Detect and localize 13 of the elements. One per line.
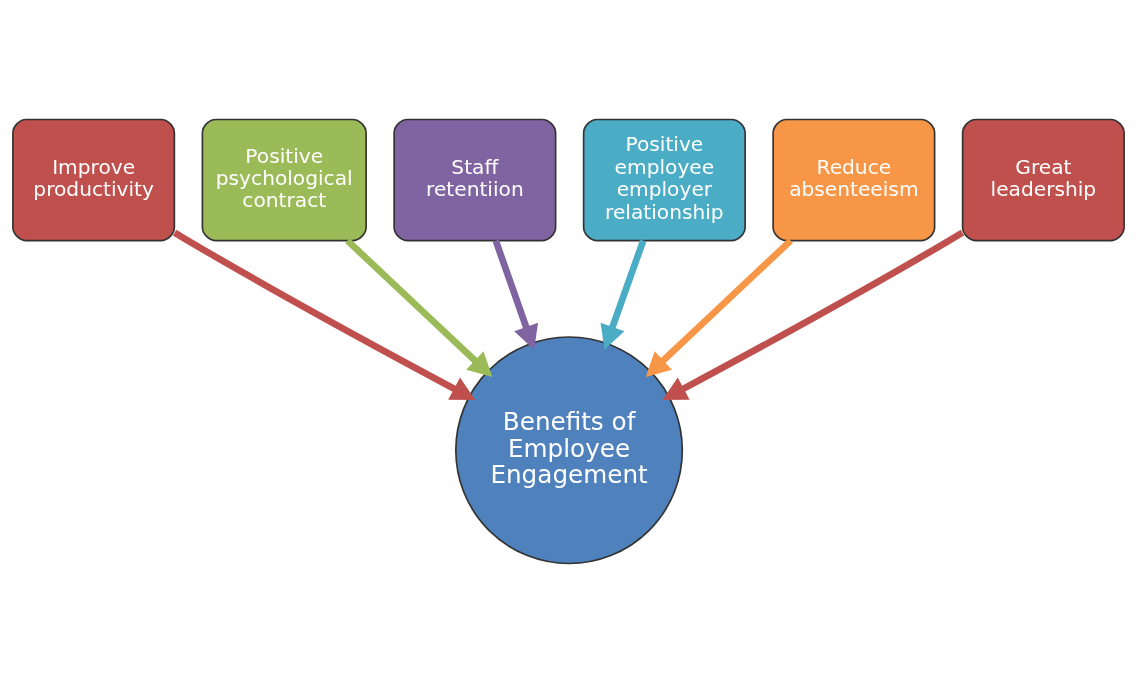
node-box: Great leadership [961,118,1125,242]
node-box: Positive employee employer relationship [582,118,746,242]
arrow [600,239,647,350]
node-box: Positive psychological contract [201,118,367,242]
arrow [345,238,493,377]
arrow [645,238,793,377]
arrow [492,239,539,350]
node-circle: Benefits of Employee Engagement [454,336,684,565]
arrow [662,229,965,400]
node-box: Reduce absenteeism [772,118,936,242]
node-box: Improve productivity [12,118,176,242]
node-box: Staff retentiion [393,118,557,242]
arrow [172,229,476,400]
